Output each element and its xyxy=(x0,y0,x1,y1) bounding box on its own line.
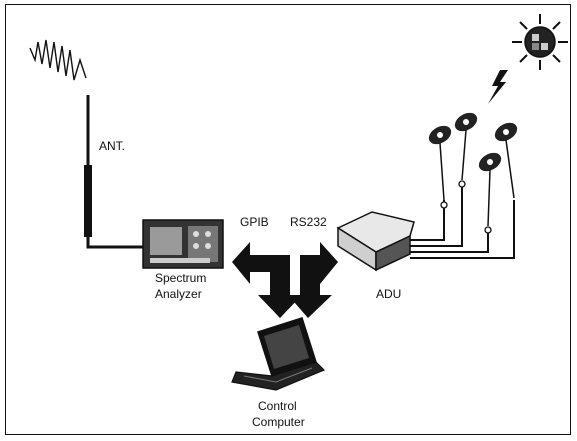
spectrum-analyzer-label-line2: Analyzer xyxy=(155,287,202,301)
antenna-icon xyxy=(84,95,92,237)
adu-label: ADU xyxy=(376,287,401,301)
gpib-label: GPIB xyxy=(240,215,269,229)
dish-antenna-icon xyxy=(428,112,518,172)
control-computer-label-line1: Control xyxy=(258,399,297,413)
rs232-arrow-icon xyxy=(288,242,338,318)
satellite-icon xyxy=(512,14,568,70)
antenna-label: ANT. xyxy=(99,139,125,153)
gpib-arrow-icon xyxy=(232,242,302,318)
laptop-icon xyxy=(231,317,326,391)
diagram-frame xyxy=(5,4,571,435)
lightning-icon xyxy=(488,70,508,104)
signal-wave-icon xyxy=(29,39,87,81)
adu-box-icon xyxy=(336,211,415,272)
rs232-label: RS232 xyxy=(290,215,327,229)
control-computer-label-line2: Computer xyxy=(252,415,305,429)
spectrum-analyzer-label-line1: Spectrum xyxy=(155,271,206,285)
spectrum-analyzer-icon xyxy=(142,219,224,269)
